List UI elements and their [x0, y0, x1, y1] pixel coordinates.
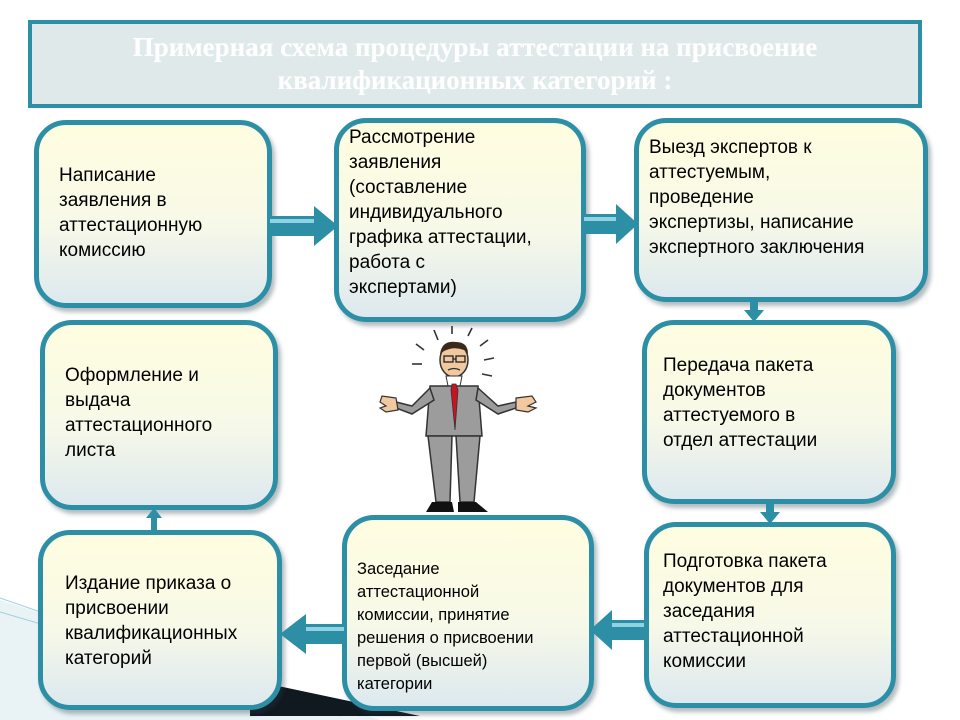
step-experts-visit-text: Выезд экспертов к аттестуемым, проведени… — [649, 137, 865, 258]
diagram-title-text: Примерная схема процедуры аттестации на … — [132, 32, 818, 95]
step-review: Рассмотрение заявления (составление инди… — [334, 118, 586, 322]
step-commission-meeting: Заседание аттестационной комиссии, приня… — [342, 515, 594, 711]
step-transfer-package: Передача пакета документов аттестуемого … — [642, 320, 896, 504]
arrow-down-2 — [760, 502, 780, 524]
step-certificate-issue: Оформление и выдача аттестационного лист… — [40, 320, 278, 510]
step-prepare-package: Подготовка пакета документов для заседан… — [644, 522, 896, 708]
arrow-up-1 — [146, 508, 162, 532]
step-certificate-issue-text: Оформление и выдача аттестационного лист… — [65, 365, 213, 461]
step-application-text: Написание заявления в аттестационную ком… — [59, 165, 203, 261]
step-commission-meeting-text: Заседание аттестационной комиссии, приня… — [357, 560, 534, 693]
step-experts-visit: Выезд экспертов к аттестуемым, проведени… — [634, 118, 928, 302]
step-application: Написание заявления в аттестационную ком… — [34, 120, 272, 308]
arrow-left-1 — [590, 610, 646, 650]
arrow-down-1 — [744, 300, 764, 322]
step-prepare-package-text: Подготовка пакета документов для заседан… — [663, 551, 827, 672]
step-review-text: Рассмотрение заявления (составление инди… — [349, 127, 532, 298]
arrow-right-2 — [582, 204, 638, 244]
step-order-issue-text: Издание приказа о присвоении квалификаци… — [65, 573, 238, 669]
step-order-issue: Издание приказа о присвоении квалификаци… — [38, 530, 282, 710]
arrow-left-2 — [280, 614, 346, 654]
confused-man-icon — [378, 326, 538, 512]
diagram-title: Примерная схема процедуры аттестации на … — [28, 20, 922, 108]
step-transfer-package-text: Передача пакета документов аттестуемого … — [663, 355, 818, 451]
arrow-right-1 — [268, 206, 338, 246]
